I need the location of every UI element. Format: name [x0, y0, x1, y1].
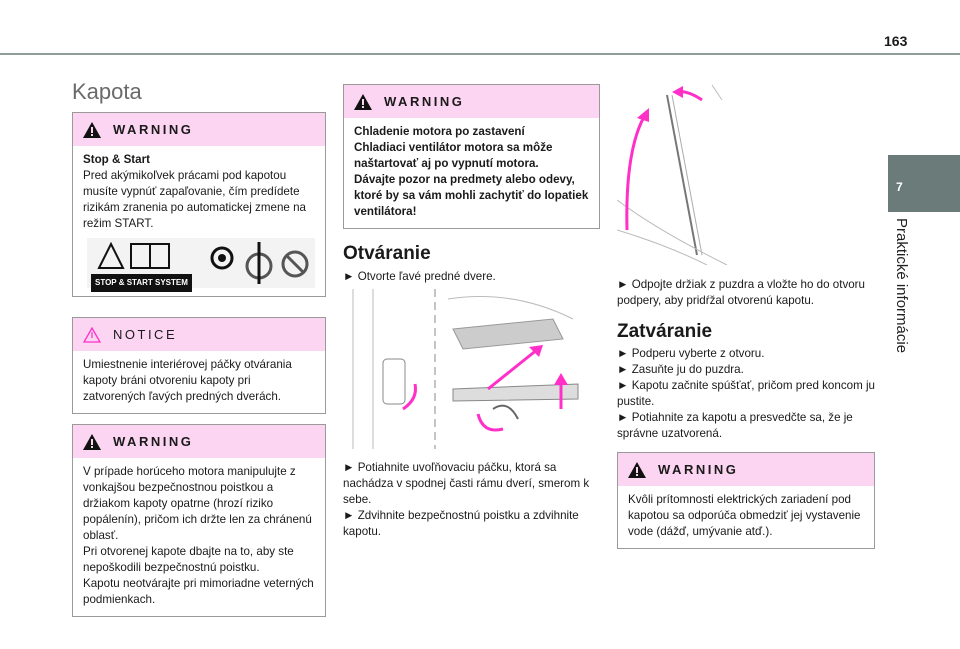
warning-label: WARNING	[658, 461, 739, 477]
warning-triangle-icon	[354, 93, 372, 110]
page-number: 163	[884, 33, 908, 49]
step-text: ► Zasuňte ju do puzdra.	[617, 363, 744, 376]
header-rule	[0, 53, 960, 55]
warning-label: WARNING	[384, 93, 465, 109]
step-text: ► Kapotu začnite spúšťať, pričom pred ko…	[617, 379, 875, 408]
notice-box: NOTICE Umiestnenie interiérovej páčky ot…	[72, 317, 326, 414]
hood-release-illustration	[352, 289, 579, 449]
notice-label: NOTICE	[113, 326, 178, 342]
stop-start-label-image: STOP & START SYSTEM	[87, 238, 315, 292]
column-1: Kapota WARNING Stop & Start Pred akýmiko…	[72, 79, 326, 617]
step-text: ► Potiahnite za kapotu a presvedčte sa, …	[617, 411, 853, 440]
step-text: ► Odpojte držiak z puzdra a vložte ho do…	[617, 278, 865, 307]
notice-triangle-icon	[83, 326, 101, 343]
warning-triangle-icon	[83, 121, 101, 138]
warning-box-cooling-fan: WARNING Chladenie motora po zastavení Ch…	[343, 84, 600, 229]
warning-box-electrical: WARNING Kvôli prítomnosti elektrických z…	[617, 452, 875, 549]
warning-heading: Stop & Start	[83, 153, 150, 166]
step-text: ► Potiahnite uvoľňovaciu páčku, ktorá sa…	[343, 461, 590, 506]
warning-text: V prípade horúceho motora manipulujte z …	[83, 465, 312, 542]
warning-heading: Chladenie motora po zastavení	[354, 125, 525, 138]
warning-triangle-icon	[83, 433, 101, 450]
chapter-title: Praktické informácie	[893, 218, 910, 354]
step-text: ► Otvorte ľavé predné dvere.	[343, 270, 496, 283]
warning-text: Pri otvorenej kapote dbajte na to, aby s…	[83, 545, 294, 574]
step-text: ► Zdvihnite bezpečnostnú poistku a zdvih…	[343, 509, 579, 538]
chapter-number: 7	[896, 180, 903, 194]
stop-start-badge: STOP & START SYSTEM	[91, 274, 192, 292]
section-heading-closing: Zatváranie	[617, 321, 713, 342]
warning-box-hot-engine: WARNING V prípade horúceho motora manipu…	[72, 424, 326, 617]
warning-label: WARNING	[113, 121, 194, 137]
step-text: ► Podperu vyberte z otvoru.	[617, 347, 765, 360]
warning-label: WARNING	[113, 433, 194, 449]
column-2: WARNING Chladenie motora po zastavení Ch…	[343, 84, 600, 540]
warning-text: Dávajte pozor na predmety alebo odevy, k…	[354, 173, 589, 218]
chapter-tab[interactable]: 7	[888, 155, 960, 212]
warning-text: Pred akýmikoľvek prácami pod kapotou mus…	[83, 169, 306, 230]
warning-triangle-icon	[628, 461, 646, 478]
warning-text: Chladiaci ventilátor motora sa môže našt…	[354, 141, 553, 170]
hood-prop-illustration	[617, 84, 728, 265]
warning-text: Kapotu neotvárajte pri mimoriadne vetern…	[83, 577, 314, 606]
page-title: Kapota	[72, 79, 142, 104]
section-heading-opening: Otváranie	[343, 243, 431, 264]
warning-text: Kvôli prítomnosti elektrických zariadení…	[628, 493, 861, 538]
notice-text: Umiestnenie interiérovej páčky otvárania…	[83, 358, 292, 403]
column-3: ► Odpojte držiak z puzdra a vložte ho do…	[617, 80, 875, 549]
warning-box-stop-start: WARNING Stop & Start Pred akýmikoľvek pr…	[72, 112, 326, 297]
